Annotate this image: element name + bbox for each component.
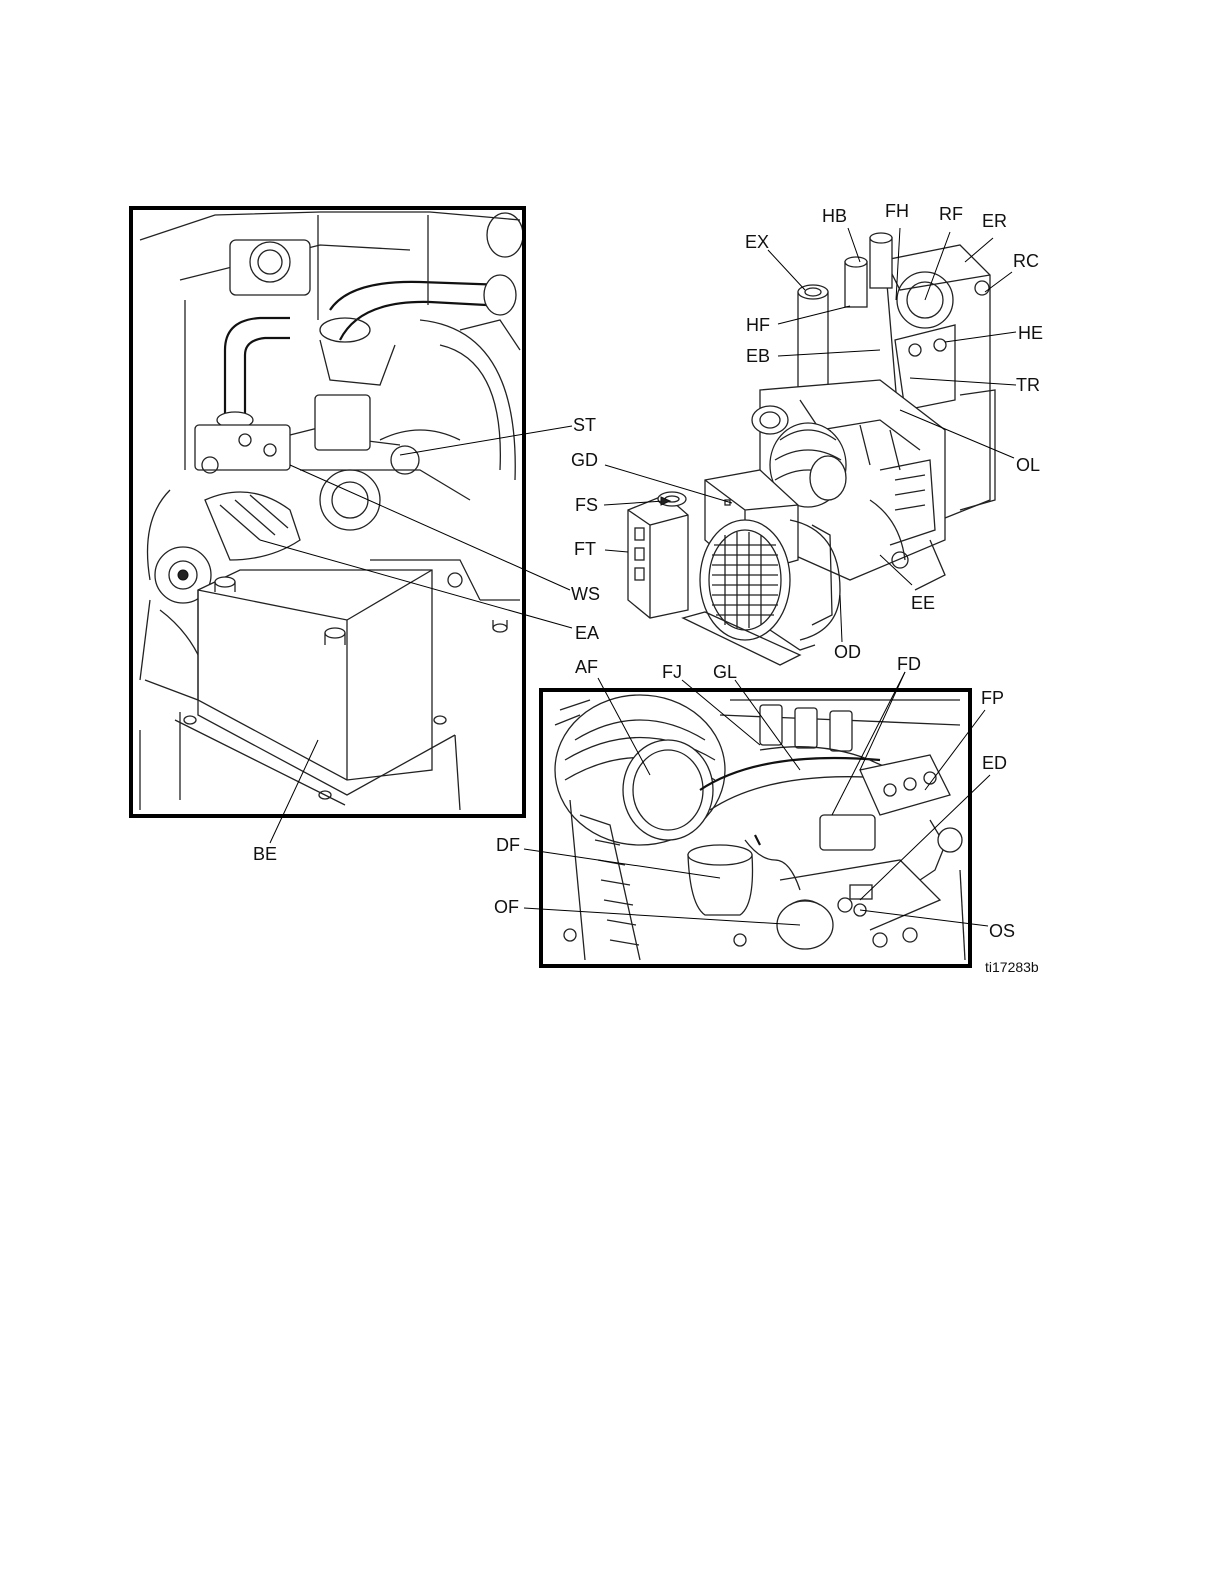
callout-ex: EX	[745, 232, 769, 252]
callout-ws: WS	[571, 584, 600, 604]
left-panel-artwork	[140, 212, 523, 810]
callout-gd: GD	[571, 450, 598, 470]
callout-be: BE	[253, 844, 277, 864]
callout-ee: EE	[911, 593, 935, 613]
callout-of: OF	[494, 897, 519, 917]
callout-st: ST	[573, 415, 596, 435]
callout-fh: FH	[885, 201, 909, 221]
callout-eb: EB	[746, 346, 770, 366]
callout-hf: HF	[746, 315, 770, 335]
callout-ea: EA	[575, 623, 599, 643]
bottom-panel-artwork	[555, 695, 965, 960]
left-detail-panel	[131, 208, 524, 816]
bottom-detail-panel	[541, 690, 970, 966]
callout-tr: TR	[1016, 375, 1040, 395]
callout-gl: GL	[713, 662, 737, 682]
callout-rf: RF	[939, 204, 963, 224]
callout-ed: ED	[982, 753, 1007, 773]
callout-fs: FS	[575, 495, 598, 515]
callout-er: ER	[982, 211, 1007, 231]
callout-od: OD	[834, 642, 861, 662]
callout-he: HE	[1018, 323, 1043, 343]
callout-fp: FP	[981, 688, 1004, 708]
callout-fj: FJ	[662, 662, 682, 682]
callout-af: AF	[575, 657, 598, 677]
callout-ft: FT	[574, 539, 596, 559]
callout-rc: RC	[1013, 251, 1039, 271]
main-generator-illustration	[628, 233, 995, 665]
callout-os: OS	[989, 921, 1015, 941]
callout-hb: HB	[822, 206, 847, 226]
callout-ol: OL	[1016, 455, 1040, 475]
figure-id: ti17283b	[985, 959, 1039, 975]
callout-df: DF	[496, 835, 520, 855]
callout-fd: FD	[897, 654, 921, 674]
